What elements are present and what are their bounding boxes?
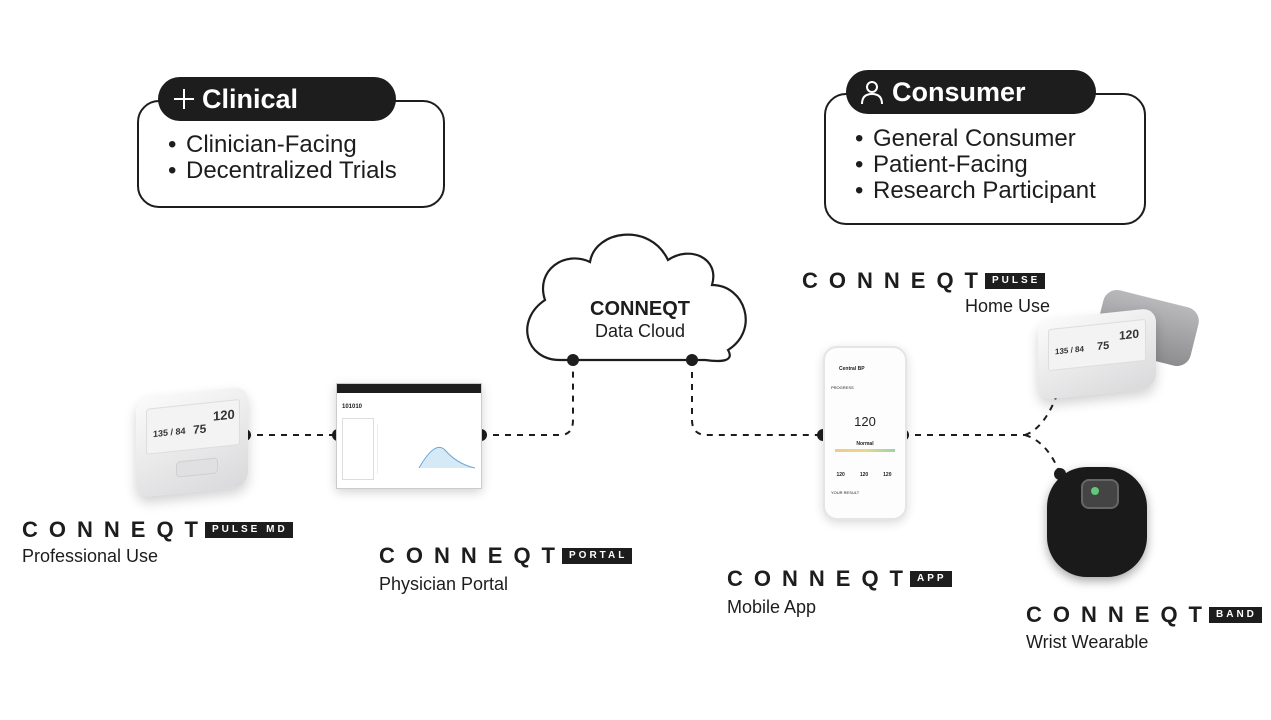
brand-word: CONNEQT bbox=[727, 566, 914, 591]
brand-word: CONNEQT bbox=[379, 543, 566, 568]
brand-tag: PULSE bbox=[985, 273, 1046, 289]
clinical-pill: Clinical bbox=[158, 77, 396, 121]
consumer-pill: Consumer bbox=[846, 70, 1096, 114]
mobile-app-image: Central BP PROGRESS 120 Normal 120 120 1… bbox=[823, 346, 907, 520]
app-footer: YOUR RESULT bbox=[831, 490, 860, 495]
node-dot bbox=[567, 354, 579, 366]
bp-pulse: 75 bbox=[1097, 339, 1110, 353]
cloud-shape bbox=[526, 233, 747, 363]
app-stat: 120 bbox=[836, 472, 845, 478]
brand-tag: BAND bbox=[1209, 607, 1262, 623]
app-stat: 120 bbox=[859, 472, 869, 478]
wire-portal-cloud bbox=[481, 360, 574, 436]
bp-reading: 135 / 84 bbox=[1055, 344, 1084, 357]
app-title: Central BP bbox=[839, 366, 865, 372]
app-status: Normal bbox=[856, 441, 874, 447]
cloud-title: CONNEQT bbox=[590, 298, 690, 320]
bp-button bbox=[176, 457, 218, 478]
list-item: Clinician-Facing bbox=[168, 132, 397, 158]
consumer-title: Consumer bbox=[892, 76, 1026, 107]
caption-pulse-md: Professional Use bbox=[22, 546, 159, 566]
app-stat: 120 bbox=[883, 472, 892, 478]
caption-pulse: Home Use bbox=[965, 296, 1051, 316]
list-item: General Consumer bbox=[855, 126, 1096, 152]
app-value: 120 bbox=[854, 414, 876, 429]
bp-pulse: 75 bbox=[193, 421, 207, 437]
brand-word: CONNEQT bbox=[802, 268, 989, 293]
portal-screen-image: 101010 bbox=[336, 383, 482, 489]
bp-monitor-md-screen: 135 / 84 75 120 bbox=[146, 398, 240, 455]
wire-hub-band bbox=[1024, 434, 1061, 475]
wrist-band-image bbox=[1047, 467, 1147, 577]
wire-cloud-app bbox=[691, 360, 823, 436]
bp-monitor-md-image: 135 / 84 75 120 bbox=[136, 386, 248, 498]
brand-pulse-md: CONNEQT PULSE MD bbox=[22, 517, 293, 543]
brand-tag: PULSE MD bbox=[205, 522, 293, 538]
caption-band: Wrist Wearable bbox=[1026, 632, 1149, 652]
list-item: Decentralized Trials bbox=[168, 158, 397, 184]
bp-reading: 135 / 84 bbox=[153, 425, 186, 440]
bp-monitor-home-image: 135 / 84 75 120 bbox=[1038, 307, 1156, 401]
brand-word: CONNEQT bbox=[22, 517, 209, 542]
caption-app: Mobile App bbox=[727, 597, 817, 617]
bp-value: 120 bbox=[1119, 326, 1140, 343]
brand-app: CONNEQT APP bbox=[727, 566, 952, 592]
node-dot bbox=[686, 354, 698, 366]
bp-value: 120 bbox=[213, 406, 235, 424]
brand-pulse: CONNEQT PULSE bbox=[802, 268, 1046, 294]
brand-band: CONNEQT BAND bbox=[1026, 602, 1262, 628]
cloud-subtitle: Data Cloud bbox=[594, 321, 686, 341]
brand-word: CONNEQT bbox=[1026, 602, 1213, 627]
clinical-list: Clinician-Facing Decentralized Trials bbox=[168, 132, 397, 184]
list-item: Patient-Facing bbox=[855, 152, 1096, 178]
list-item: Research Participant bbox=[855, 178, 1096, 204]
brand-portal: CONNEQT PORTAL bbox=[379, 543, 633, 569]
bp-monitor-home-screen: 135 / 84 75 120 bbox=[1048, 318, 1146, 372]
consumer-list: General Consumer Patient-Facing Research… bbox=[855, 126, 1096, 204]
app-section: PROGRESS bbox=[831, 385, 854, 390]
brand-tag: PORTAL bbox=[562, 548, 633, 564]
caption-portal: Physician Portal bbox=[379, 574, 509, 594]
clinical-title: Clinical bbox=[202, 83, 299, 114]
brand-tag: APP bbox=[910, 571, 952, 587]
portal-chart bbox=[418, 446, 476, 469]
plus-icon bbox=[174, 89, 194, 109]
portal-id: 101010 bbox=[342, 404, 363, 410]
person-icon bbox=[861, 81, 883, 105]
